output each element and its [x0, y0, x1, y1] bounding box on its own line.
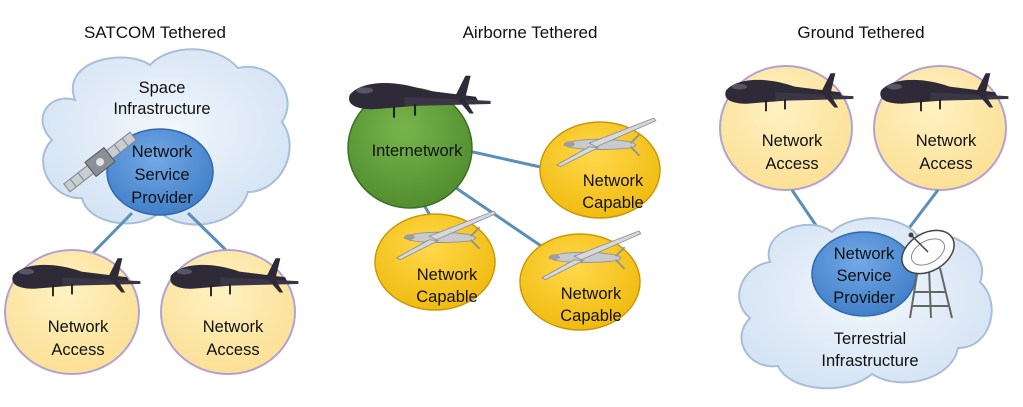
cloud-label-line2: Infrastructure: [113, 100, 210, 118]
provider-ellipse: [106, 128, 214, 216]
satcom-title: SATCOM Tethered: [84, 23, 226, 42]
capable-label-line1: Network: [583, 172, 644, 190]
capable-label-line2: Capable: [416, 288, 477, 306]
cloud-label-line2: Infrastructure: [821, 352, 918, 370]
provider-label-line3: Provider: [131, 189, 193, 207]
internetwork-node: Internetwork: [347, 87, 473, 209]
capable-label-line2: Capable: [560, 307, 621, 325]
internetwork-label: Internetwork: [372, 142, 464, 160]
access-label-line1: Network: [762, 132, 823, 150]
provider-label-line2: Service: [836, 267, 891, 285]
provider-label-line1: Network: [834, 245, 895, 263]
link-line: [463, 148, 546, 170]
cloud-label-line1: Terrestrial: [834, 330, 906, 348]
capable-label-line2: Capable: [582, 194, 643, 212]
access-label-line2: Access: [51, 341, 104, 359]
link-line: [455, 186, 551, 254]
capable-label-line1: Network: [417, 266, 478, 284]
network-capable-node-right: Network Capable: [539, 121, 661, 219]
ground-title: Ground Tethered: [797, 23, 924, 42]
access-label-line2: Access: [919, 155, 972, 173]
capable-label-line1: Network: [561, 285, 622, 303]
network-service-provider-node: Network Service Provider: [811, 231, 917, 317]
satellite-icon: [63, 131, 137, 193]
access-label-line1: Network: [203, 318, 264, 336]
dish-antenna-icon: [901, 229, 955, 319]
network-service-provider-node: Network Service Provider: [106, 128, 214, 216]
access-label-line1: Network: [48, 318, 109, 336]
provider-label-line3: Provider: [833, 289, 895, 307]
access-label-line2: Access: [765, 155, 818, 173]
network-capable-node-left: Network Capable: [374, 213, 496, 311]
satcom-section: SATCOM Tethered Space Infrastructure Net…: [4, 23, 300, 375]
ground-section: Ground Tethered Network Access Network A…: [719, 23, 1010, 390]
provider-label-line1: Network: [132, 143, 193, 161]
link-line: [186, 211, 234, 258]
cloud-label-line1: Space: [139, 79, 186, 97]
link-line: [88, 211, 134, 258]
access-label-line2: Access: [206, 341, 259, 359]
access-label-line1: Network: [916, 132, 977, 150]
network-capable-node-mid: Network Capable: [519, 233, 641, 331]
airborne-title: Airborne Tethered: [463, 23, 598, 42]
provider-label-line2: Service: [134, 166, 189, 184]
airborne-section: Airborne Tethered Internetwork Network C…: [347, 23, 661, 331]
